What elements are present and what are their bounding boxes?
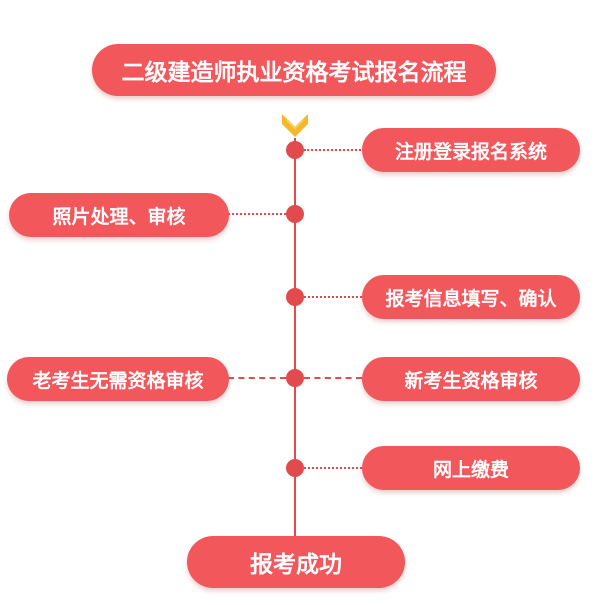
page-title: 二级建造师执业资格考试报名流程 — [121, 60, 467, 86]
timeline-line — [294, 138, 296, 542]
timeline-node-photo — [286, 205, 304, 223]
connector-old — [228, 377, 286, 379]
step-photo: 照片处理、审核 — [9, 193, 229, 237]
title-pill: 二级建造师执业资格考试报名流程 — [92, 44, 496, 96]
step-register-label: 注册登录报名系统 — [394, 140, 547, 163]
step-new-label: 新考生资格审核 — [404, 369, 538, 392]
timeline-node-info — [286, 288, 304, 306]
step-info: 报考信息填写、确认 — [362, 275, 580, 319]
connector-register — [304, 149, 364, 151]
timeline-node-pay — [286, 459, 304, 477]
connector-photo — [228, 213, 286, 215]
step-pay: 网上缴费 — [362, 446, 580, 490]
step-old: 老考生无需资格审核 — [7, 357, 229, 401]
connector-new — [304, 377, 362, 379]
step-pay-label: 网上缴费 — [432, 458, 509, 481]
final-label: 报考成功 — [250, 552, 342, 578]
step-photo-label: 照片处理、审核 — [52, 205, 186, 228]
step-register: 注册登录报名系统 — [362, 128, 580, 172]
connector-pay — [304, 467, 362, 469]
step-info-label: 报考信息填写、确认 — [385, 287, 557, 310]
connector-info — [304, 296, 362, 298]
final-pill: 报考成功 — [187, 536, 405, 588]
step-old-label: 老考生无需资格审核 — [32, 369, 204, 392]
timeline-node-register — [286, 141, 304, 159]
chevron-down-icon — [282, 114, 308, 137]
step-new: 新考生资格审核 — [362, 357, 580, 401]
timeline-node-qualification — [286, 369, 304, 387]
